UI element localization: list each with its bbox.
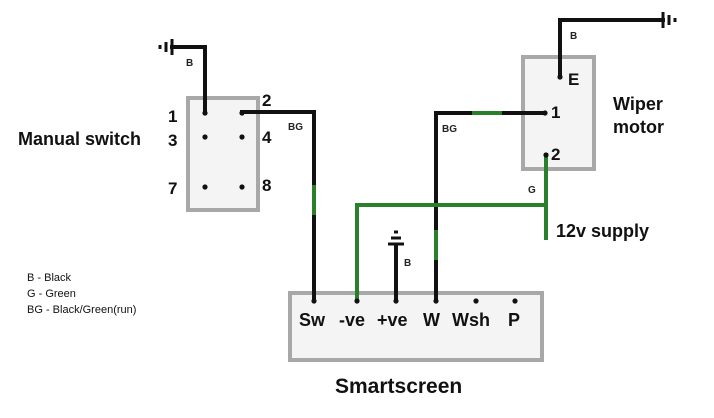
switch-pin-dot-3 xyxy=(202,134,208,140)
switch-pin-label-3: 3 xyxy=(168,131,177,150)
terminal-label-sw: Sw xyxy=(299,310,326,330)
smartscreen-box xyxy=(288,291,544,362)
terminal-dot-neg xyxy=(354,298,360,304)
terminal-label-wsh: Wsh xyxy=(452,310,490,330)
terminal-dot-sw xyxy=(311,298,317,304)
switch-pin-label-2: 2 xyxy=(262,91,271,110)
motor-pin-dots xyxy=(542,74,563,158)
wire-label-supply: G xyxy=(528,185,536,196)
legend-item-black-green: BG - Black/Green(run) xyxy=(27,304,136,316)
motor-pin-dot-e xyxy=(557,74,563,80)
motor-pin-label-e: E xyxy=(568,70,579,89)
legend: B - Black G - Green BG - Black/Green(run… xyxy=(27,272,136,316)
switch-pin-label-4: 4 xyxy=(262,128,272,147)
wiper-motor-label-line2: motor xyxy=(613,117,664,137)
wire-label-switch-ground: B xyxy=(186,58,193,69)
terminal-dot-p xyxy=(512,298,518,304)
motor-pin-dot-1 xyxy=(542,110,548,116)
smartscreen-terminal-dots xyxy=(311,298,518,304)
terminal-dot-w xyxy=(433,298,439,304)
terminal-label-pos: +ve xyxy=(377,310,408,330)
manual-switch-box xyxy=(186,96,260,212)
switch-pin-dot-2 xyxy=(239,110,245,116)
motor-pin-dot-2 xyxy=(543,152,549,158)
switch-pin-dot-7 xyxy=(202,184,208,190)
supply-label: 12v supply xyxy=(556,221,649,241)
motor-pin-label-2: 2 xyxy=(551,145,560,164)
legend-item-green: G - Green xyxy=(27,288,76,300)
legend-item-black: B - Black xyxy=(27,272,72,284)
wire-motor-ground xyxy=(558,18,665,77)
ground-icon-motor xyxy=(661,12,677,28)
wire-label-plus-ve-ground: B xyxy=(404,258,411,269)
wire-label-switch-to-sw: BG xyxy=(288,122,303,133)
wire-label-motor-ground: B xyxy=(570,31,577,42)
switch-pin-label-8: 8 xyxy=(262,176,271,195)
switch-pin-label-1: 1 xyxy=(168,107,177,126)
green-run-segments xyxy=(312,111,502,260)
terminal-dot-wsh xyxy=(473,298,479,304)
terminal-label-w: W xyxy=(423,310,440,330)
wiper-motor-label-line1: Wiper xyxy=(613,94,663,114)
switch-pin-dots xyxy=(202,110,245,190)
wire-switch-ground xyxy=(170,45,207,115)
terminal-label-neg: -ve xyxy=(339,310,365,330)
terminal-label-p: P xyxy=(508,310,520,330)
switch-pin-dot-8 xyxy=(239,184,245,190)
switch-pin-dot-4 xyxy=(239,134,245,140)
terminal-dot-pos xyxy=(393,298,399,304)
wire-switch-to-sw xyxy=(240,110,316,300)
switch-pin-label-7: 7 xyxy=(168,179,177,198)
ground-icon-switch xyxy=(158,39,174,55)
switch-pin-dot-1 xyxy=(202,110,208,116)
ground-icon-plus-ve xyxy=(388,230,404,246)
smartscreen-label: Smartscreen xyxy=(335,375,462,398)
manual-switch-label: Manual switch xyxy=(18,129,141,149)
motor-pin-label-1: 1 xyxy=(551,103,560,122)
wire-supply-to-neg xyxy=(355,203,548,300)
wire-label-motor-to-w: BG xyxy=(442,124,457,135)
green-wires xyxy=(355,153,548,300)
